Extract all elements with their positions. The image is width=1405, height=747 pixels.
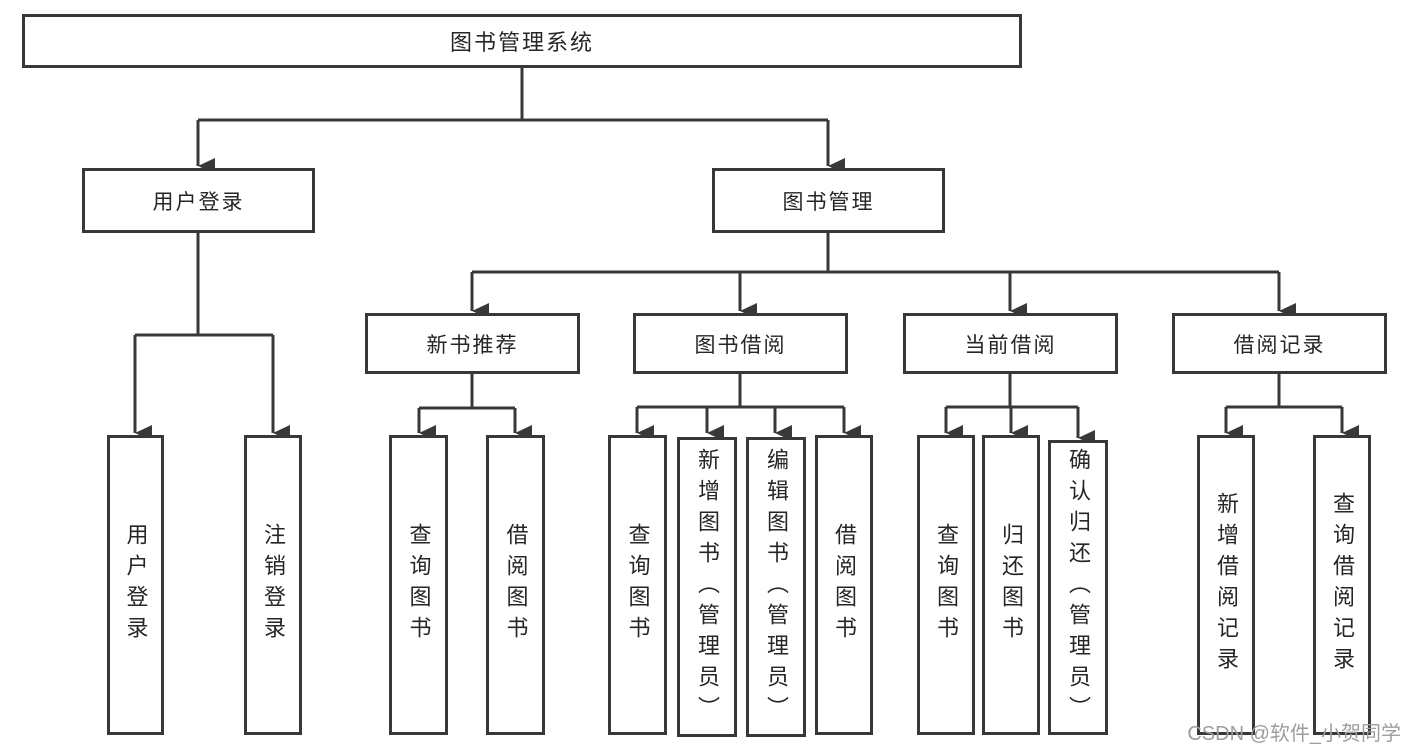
connector-userlogin-to-leaves bbox=[133, 233, 290, 441]
node-label: 图书管理系统 bbox=[449, 30, 594, 55]
node-user-login: 用户登录 bbox=[82, 168, 315, 233]
csdn-watermark: CSDN @软件_小贺同学 bbox=[1187, 723, 1401, 745]
node-label: 借阅记录 bbox=[1233, 333, 1326, 357]
connector-currentborrow-to-leaves bbox=[944, 374, 1095, 446]
node-label: 确认归还（管理员） bbox=[1066, 448, 1091, 727]
node-label: 归还图书 bbox=[999, 523, 1024, 647]
leaf-borrow-add-books-admin: 新增图书（管理员） bbox=[677, 437, 737, 737]
node-borrowing-records: 借阅记录 bbox=[1172, 313, 1387, 374]
leaf-logout: 注销登录 bbox=[244, 435, 302, 735]
node-label: 新增图书（管理员） bbox=[695, 447, 720, 727]
node-current-borrowing: 当前借阅 bbox=[903, 313, 1118, 374]
leaf-newbook-query-books: 查询图书 bbox=[389, 435, 448, 735]
leaf-record-add-borrow-record: 新增借阅记录 bbox=[1197, 435, 1255, 735]
leaf-current-confirm-return-admin: 确认归还（管理员） bbox=[1048, 440, 1108, 735]
node-label: 编辑图书（管理员） bbox=[764, 447, 789, 727]
node-library-management-system: 图书管理系统 bbox=[22, 14, 1022, 68]
leaf-record-query-borrow-record: 查询借阅记录 bbox=[1313, 435, 1371, 735]
node-book-borrowing: 图书借阅 bbox=[633, 313, 848, 374]
leaf-current-query-books: 查询图书 bbox=[917, 435, 975, 735]
leaf-newbook-borrow-books: 借阅图书 bbox=[486, 435, 545, 735]
leaf-user-login: 用户登录 bbox=[107, 435, 164, 735]
connector-bookmgmt-to-level3 bbox=[470, 233, 1296, 319]
node-new-book-recommendation: 新书推荐 bbox=[365, 313, 580, 374]
node-label: 查询图书 bbox=[934, 523, 959, 647]
node-label: 图书管理 bbox=[782, 190, 875, 214]
node-label: 图书借阅 bbox=[694, 333, 787, 357]
node-label: 新书推荐 bbox=[426, 333, 519, 357]
node-label: 查询图书 bbox=[406, 523, 432, 647]
node-label: 借阅图书 bbox=[503, 523, 529, 647]
leaf-borrow-borrow-books: 借阅图书 bbox=[815, 435, 873, 735]
node-label: 当前借阅 bbox=[964, 333, 1057, 357]
connector-borrowrecord-to-leaves bbox=[1224, 374, 1359, 441]
leaf-borrow-edit-books-admin: 编辑图书（管理员） bbox=[746, 437, 806, 737]
node-label: 查询借阅记录 bbox=[1330, 492, 1355, 678]
node-label: 用户登录 bbox=[123, 523, 149, 647]
connector-newbook-to-leaves bbox=[417, 374, 532, 441]
connector-root-to-level2 bbox=[196, 68, 845, 174]
leaf-borrow-query-books: 查询图书 bbox=[608, 435, 667, 735]
node-label: 新增借阅记录 bbox=[1214, 492, 1239, 678]
leaf-current-return-books: 归还图书 bbox=[982, 435, 1040, 735]
node-book-management: 图书管理 bbox=[712, 168, 945, 233]
node-label: 查询图书 bbox=[625, 523, 651, 647]
node-label: 注销登录 bbox=[261, 523, 286, 647]
node-label: 用户登录 bbox=[152, 190, 245, 214]
node-label: 借阅图书 bbox=[832, 523, 857, 647]
connector-bookborrow-to-leaves bbox=[635, 374, 861, 441]
